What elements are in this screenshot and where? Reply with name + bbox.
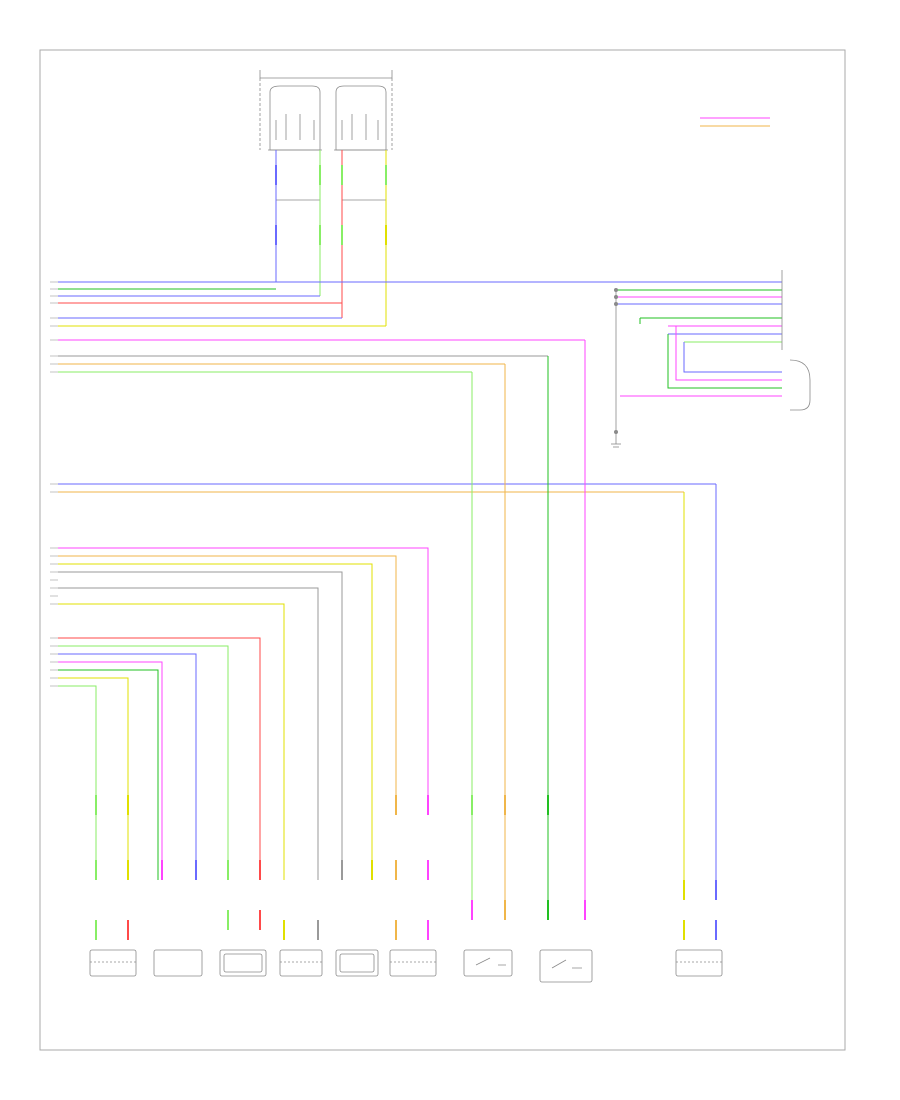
right-connector-box	[614, 270, 811, 434]
top-motor-wires	[275, 150, 387, 326]
connector-segments	[95, 165, 717, 940]
left-connector-pins	[50, 281, 58, 687]
main-bus	[58, 281, 782, 493]
diagram-frame	[39, 49, 846, 1051]
bottom-components	[89, 949, 723, 983]
top-seat-module	[259, 70, 393, 201]
ground-symbol	[611, 432, 621, 448]
right-upper-module	[615, 117, 782, 432]
long-drops	[471, 340, 717, 900]
middle-bus	[58, 547, 429, 880]
